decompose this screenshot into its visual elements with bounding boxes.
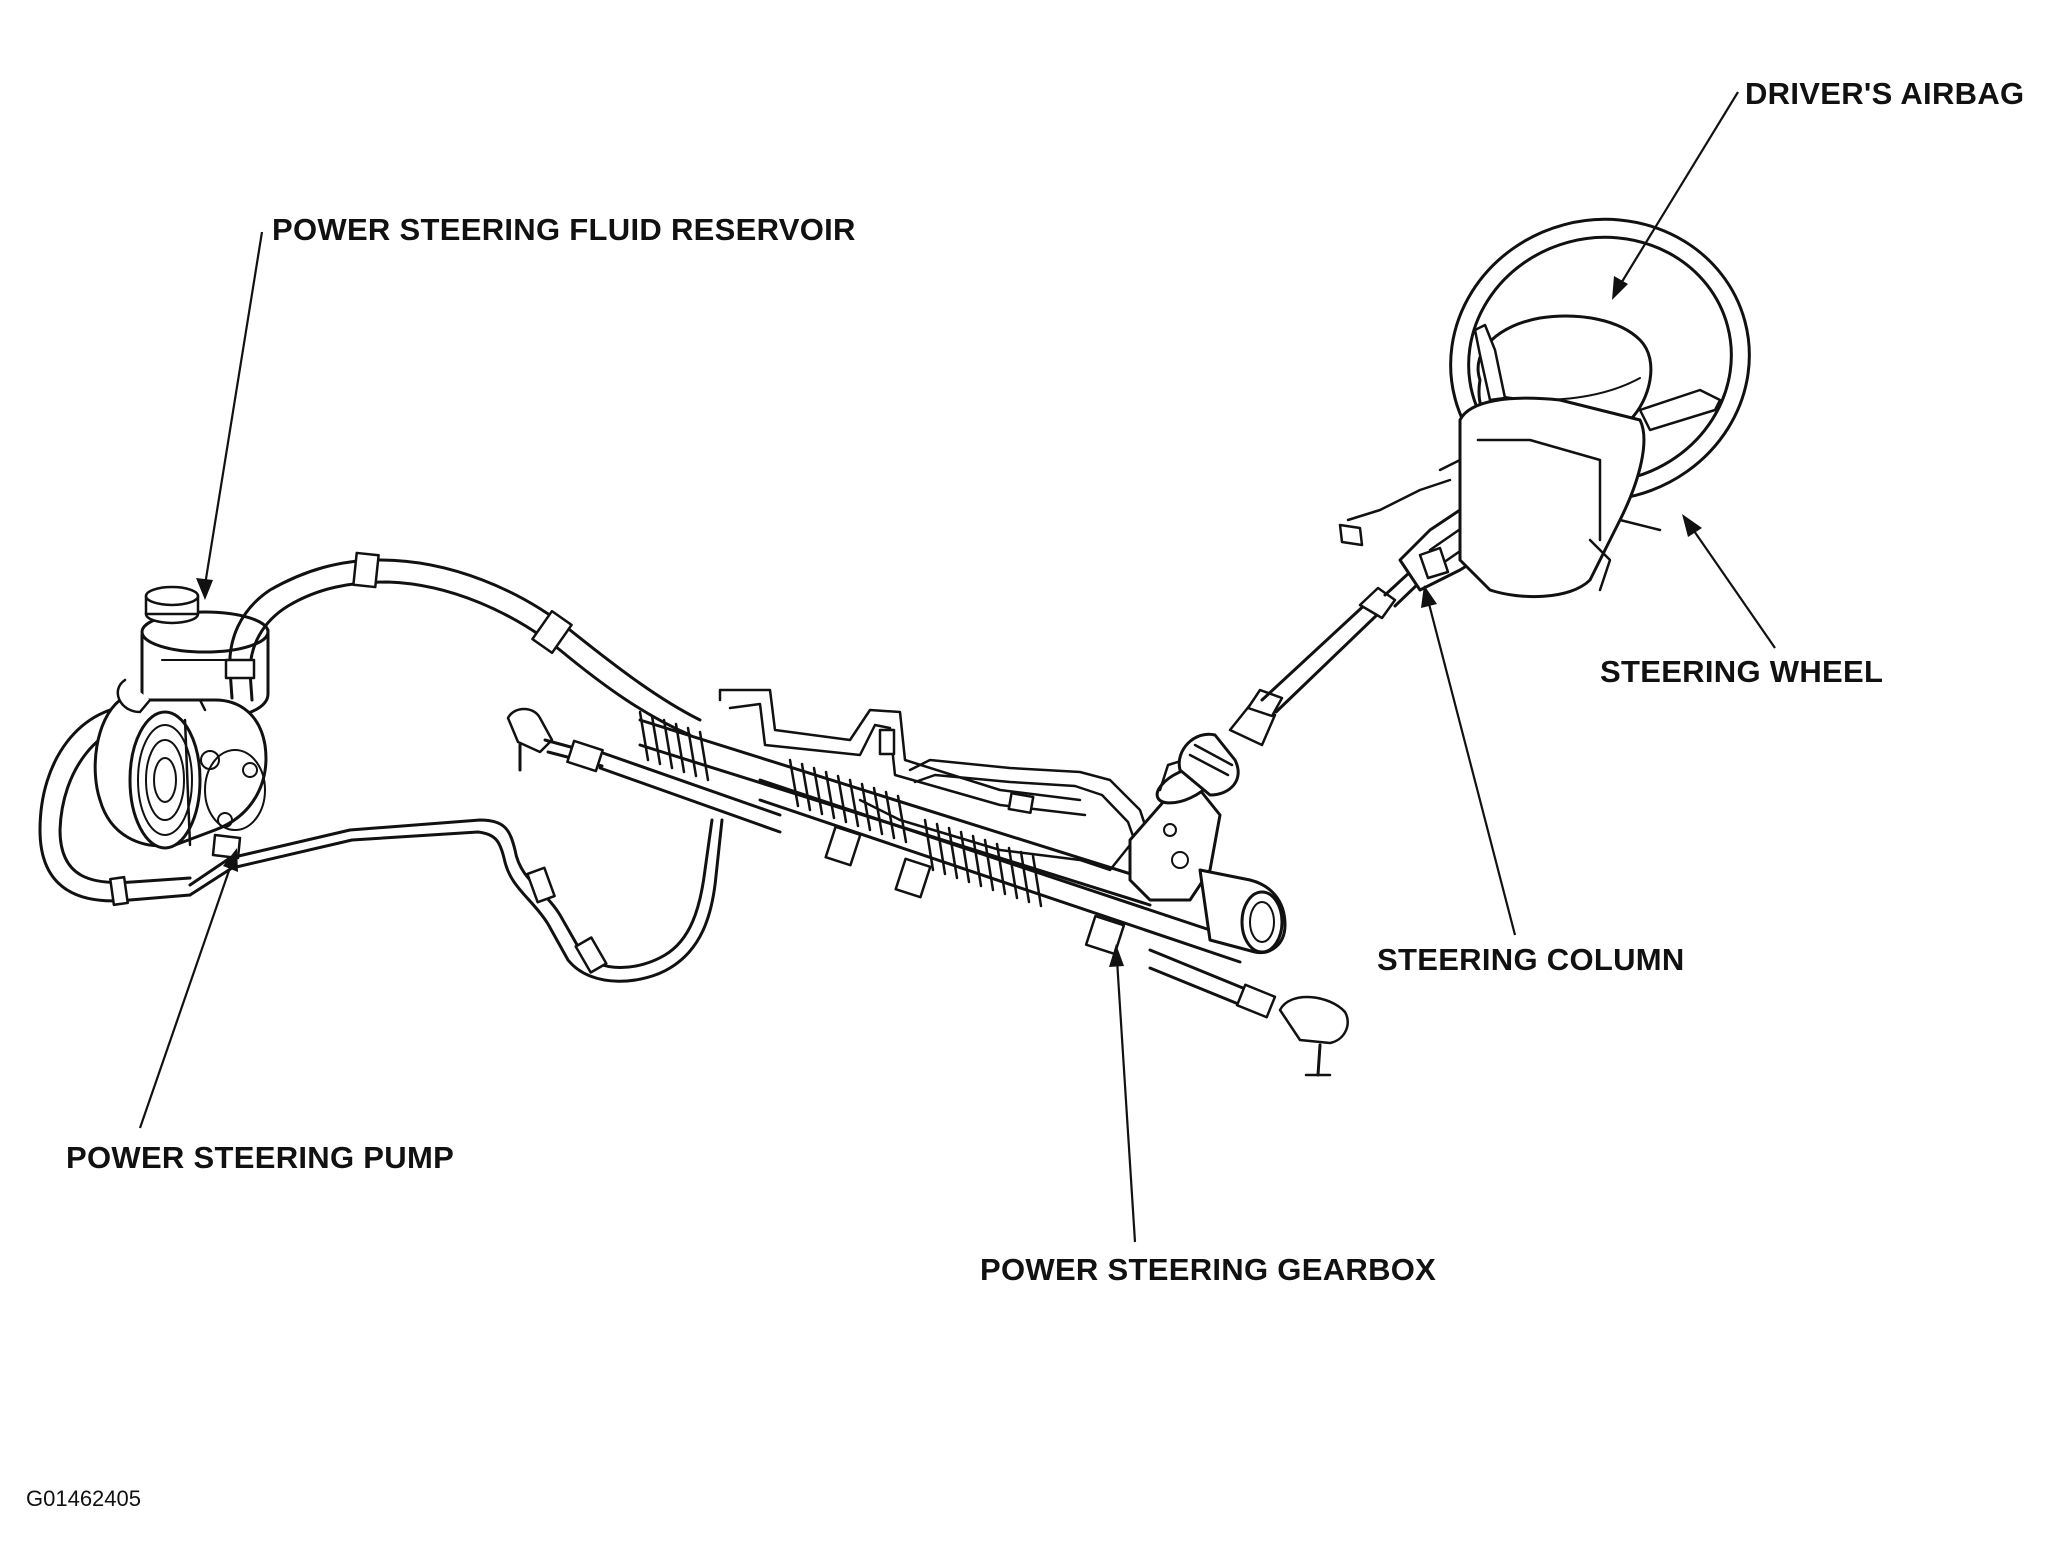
pump-arrowhead: [223, 848, 238, 872]
intermediate-shaft: [1177, 570, 1422, 797]
pump-label: POWER STEERING PUMP: [66, 1140, 455, 1175]
steering-wheel-label: STEERING WHEEL: [1600, 654, 1884, 689]
pinion-housing: [1128, 750, 1287, 955]
gearbox-arrowhead: [1109, 944, 1124, 967]
reservoir-arrowhead: [196, 578, 213, 600]
reservoir-label: POWER STEERING FLUID RESERVOIR: [272, 212, 856, 247]
reservoir-leader: [203, 231, 264, 586]
callout-leaders: [138, 91, 1776, 1243]
gearbox-leader: [1115, 959, 1137, 1243]
steering-column-label: STEERING COLUMN: [1377, 942, 1685, 977]
left-tie-rod: [506, 707, 782, 834]
fluid-reservoir: [140, 585, 270, 722]
power-steering-gearbox: [638, 688, 1287, 964]
column-leader: [1426, 599, 1517, 936]
left-bellows: [638, 710, 710, 782]
pump-leader: [138, 861, 234, 1129]
pump-body: [93, 678, 268, 860]
airbag-label: DRIVER'S AIRBAG: [1745, 76, 2025, 111]
airbag-leader: [1619, 91, 1739, 286]
column-arrowhead: [1421, 585, 1437, 608]
right-tie-rod: [1148, 948, 1349, 1077]
airbag-arrowhead: [1612, 276, 1628, 300]
wheel-arrowhead: [1682, 514, 1702, 537]
figure-id: G01462405: [26, 1486, 141, 1511]
right-bellows: [923, 818, 1043, 908]
gearbox-label: POWER STEERING GEARBOX: [980, 1252, 1437, 1287]
wheel-leader: [1691, 527, 1776, 649]
return-line: [188, 818, 724, 983]
power-steering-pump-assembly: [38, 585, 270, 907]
pressure-hose: [224, 551, 702, 737]
steering-wheel: [1449, 217, 1751, 598]
